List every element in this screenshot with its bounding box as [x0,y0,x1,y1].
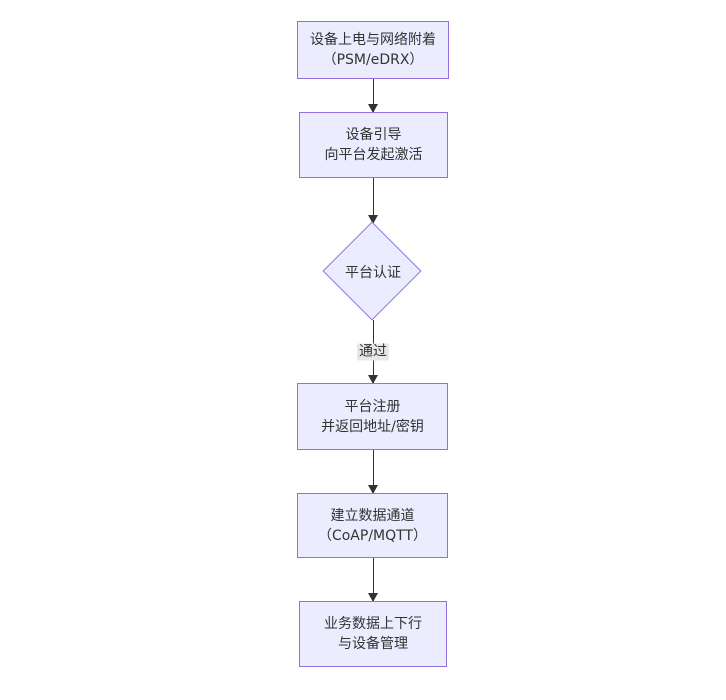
node-text-line: 平台注册 [344,398,401,415]
node-text-line: 建立数据通道 [330,507,415,524]
arrowhead-down-icon [368,485,378,494]
edge-a-to-b [367,79,379,113]
edge-b-to-c [367,178,379,224]
edge-line [372,178,374,223]
node-device-bootstrap-activation: 设备引导 向平台发起激活 [299,112,448,178]
node-platform-authentication: 平台认证 [322,221,424,321]
node-text-line: （CoAP/MQTT） [317,527,428,544]
node-text-line: 与设备管理 [338,636,408,652]
node-text-line: 向平台发起激活 [324,147,423,163]
node-platform-register-return-keys: 平台注册 并返回地址/密钥 [297,383,448,450]
edge-line [372,79,374,112]
edge-e-to-f [367,558,379,602]
edge-label-pass: 通过 [357,343,389,361]
node-text-line: 设备引导 [345,127,402,143]
arrowhead-down-icon [368,104,378,113]
node-text-line: 并返回地址/密钥 [321,418,424,435]
edge-line [372,450,374,493]
arrowhead-down-icon [368,593,378,602]
arrowhead-down-icon [368,375,378,384]
node-text-line: （PSM/eDRX） [322,52,424,68]
edge-line [372,558,374,601]
node-text-line: 设备上电与网络附着 [310,32,436,48]
node-device-power-network-attach: 设备上电与网络附着 （PSM/eDRX） [297,21,449,79]
node-business-data-device-management: 业务数据上下行 与设备管理 [299,601,447,667]
edge-d-to-e [367,450,379,494]
node-text-line: 业务数据上下行 [324,616,422,632]
arrowhead-down-icon [368,215,378,224]
node-text-line: 平台认证 [345,264,401,281]
node-establish-data-channel: 建立数据通道 （CoAP/MQTT） [297,493,448,558]
